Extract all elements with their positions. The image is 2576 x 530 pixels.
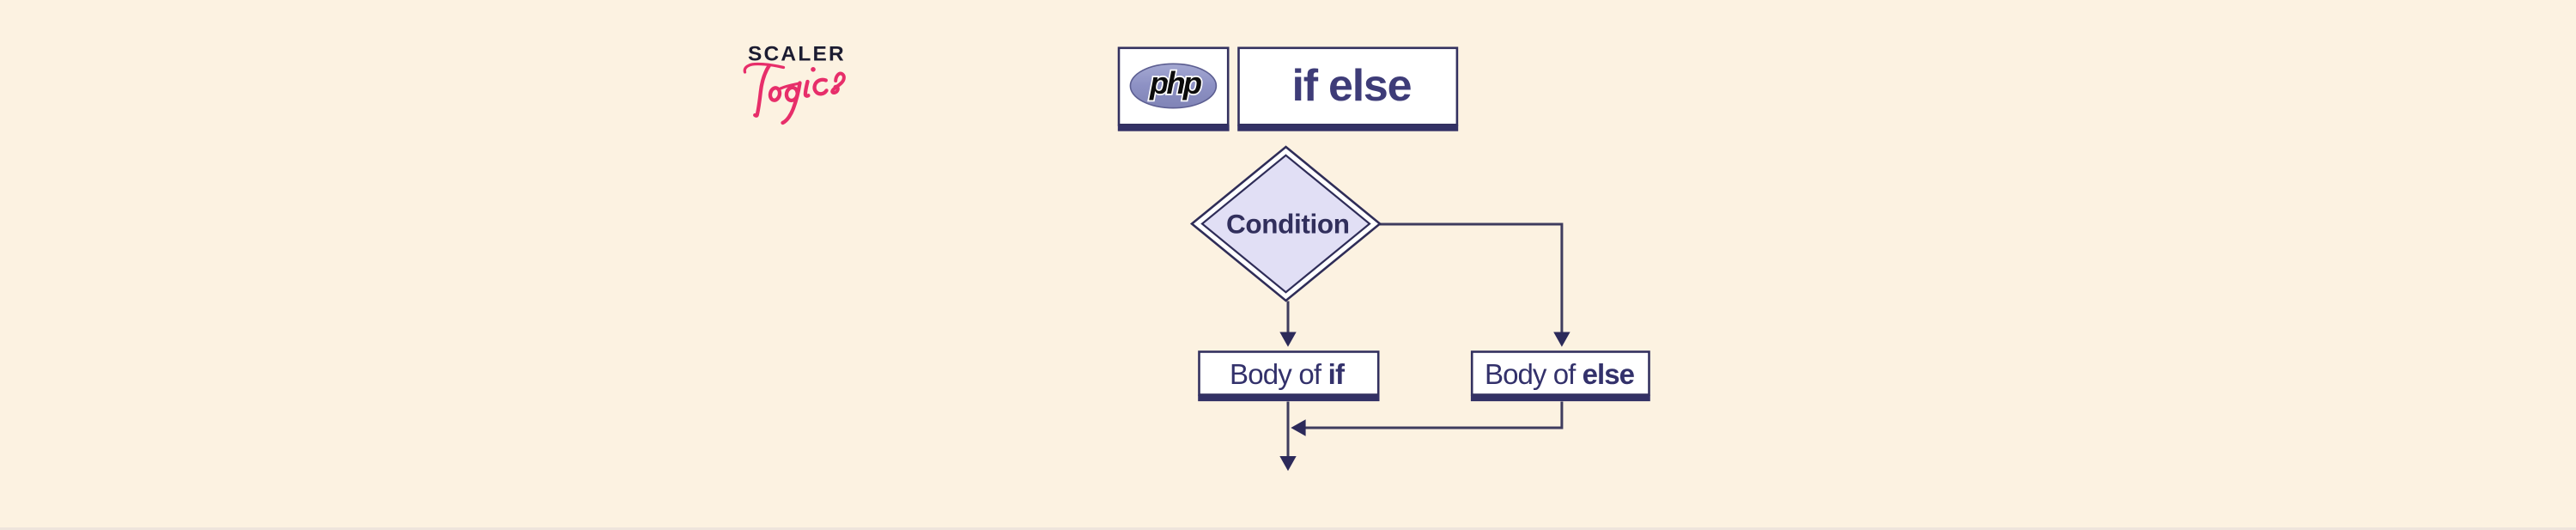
svg-text:php: php [1149, 65, 1202, 101]
svg-text:Condition: Condition [1226, 209, 1350, 240]
svg-text:Body of if: Body of if [1230, 358, 1346, 390]
svg-text:SCALER: SCALER [748, 43, 846, 66]
svg-text:Body of else: Body of else [1485, 358, 1635, 390]
svg-text:if else: if else [1292, 61, 1413, 111]
